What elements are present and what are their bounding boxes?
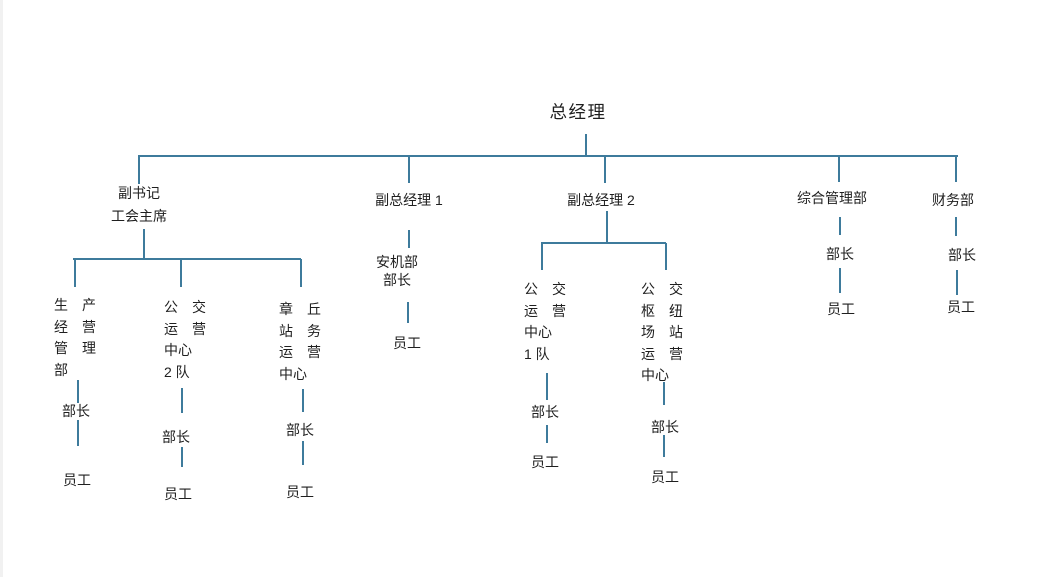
connector-vline (839, 268, 841, 293)
staff-label-zhangqiu: 员工 (286, 484, 314, 500)
leader-label-bus-hub: 部长 (651, 419, 679, 435)
staff-label-bus-team1: 员工 (531, 454, 559, 470)
staff-label-finance: 员工 (947, 299, 975, 315)
connector-vline (302, 389, 304, 412)
connector-vline (180, 259, 182, 287)
connector-vline (606, 211, 608, 243)
connector-vline (541, 243, 543, 270)
org-node-deputy-gm-1: 副总经理 1 (375, 192, 443, 208)
org-node-production-management-dept: 生 产 经 营 管 理 部 (54, 297, 96, 378)
org-node-bus-operation-center-team1: 公 交 运 营 中心 1 队 (524, 281, 566, 362)
connector-vline (955, 217, 957, 236)
connector-vline (181, 447, 183, 467)
leader-label-finance: 部长 (948, 247, 976, 263)
connector-vline (77, 380, 79, 403)
connector-vline (300, 259, 302, 287)
connector-vline (181, 388, 183, 413)
connector-vline (546, 425, 548, 443)
org-node-anji-dept-leader: 安机部 部长 (376, 254, 418, 288)
org-node-deputy-gm-2: 副总经理 2 (567, 192, 635, 208)
org-node-zhangqiu-station-operation-center: 章 丘 站 务 运 营 中心 (279, 301, 321, 382)
leader-label-bus-team2: 部长 (162, 429, 190, 445)
connector-vline (138, 156, 140, 184)
connector-vline (143, 229, 145, 258)
org-node-deputy-secretary: 副书记 工会主席 (111, 185, 167, 224)
connector-vline (74, 259, 76, 287)
leader-label-general-management: 部长 (826, 246, 854, 262)
staff-label-anji: 员工 (393, 335, 421, 351)
org-node-ceo: 总经理 (549, 102, 607, 122)
staff-label-bus-hub: 员工 (651, 469, 679, 485)
connector-vline (408, 230, 410, 248)
staff-label-bus-team2: 员工 (164, 486, 192, 502)
page-left-edge (0, 0, 3, 577)
connector-vline (956, 270, 958, 295)
connector-vline (665, 243, 667, 270)
connector-vline (407, 302, 409, 323)
staff-label-production-management: 员工 (63, 472, 91, 488)
connector-vline (955, 156, 957, 182)
connector-vline (839, 217, 841, 235)
leader-label-bus-team1: 部长 (531, 404, 559, 420)
leader-label-zhangqiu: 部长 (286, 422, 314, 438)
connector-hline (73, 258, 301, 260)
org-node-bus-hub-station-operation-center: 公 交 枢 纽 场 站 运 营 中心 (641, 281, 683, 383)
connector-vline (302, 441, 304, 465)
org-node-finance-dept: 财务部 (932, 192, 974, 208)
connector-vline (663, 435, 665, 457)
connector-vline (408, 156, 410, 183)
connector-vline (663, 382, 665, 405)
connector-vline (546, 373, 548, 400)
connector-hline (541, 242, 666, 244)
connector-vline (77, 420, 79, 446)
connector-vline (585, 134, 587, 155)
org-node-general-management-dept: 综合管理部 (797, 190, 867, 206)
org-node-bus-operation-center-team2: 公 交 运 营 中心 2 队 (164, 299, 206, 380)
staff-label-general-management: 员工 (827, 301, 855, 317)
connector-vline (604, 156, 606, 183)
connector-hline (138, 155, 958, 157)
connector-vline (838, 156, 840, 182)
leader-label-production-management: 部长 (62, 403, 90, 419)
